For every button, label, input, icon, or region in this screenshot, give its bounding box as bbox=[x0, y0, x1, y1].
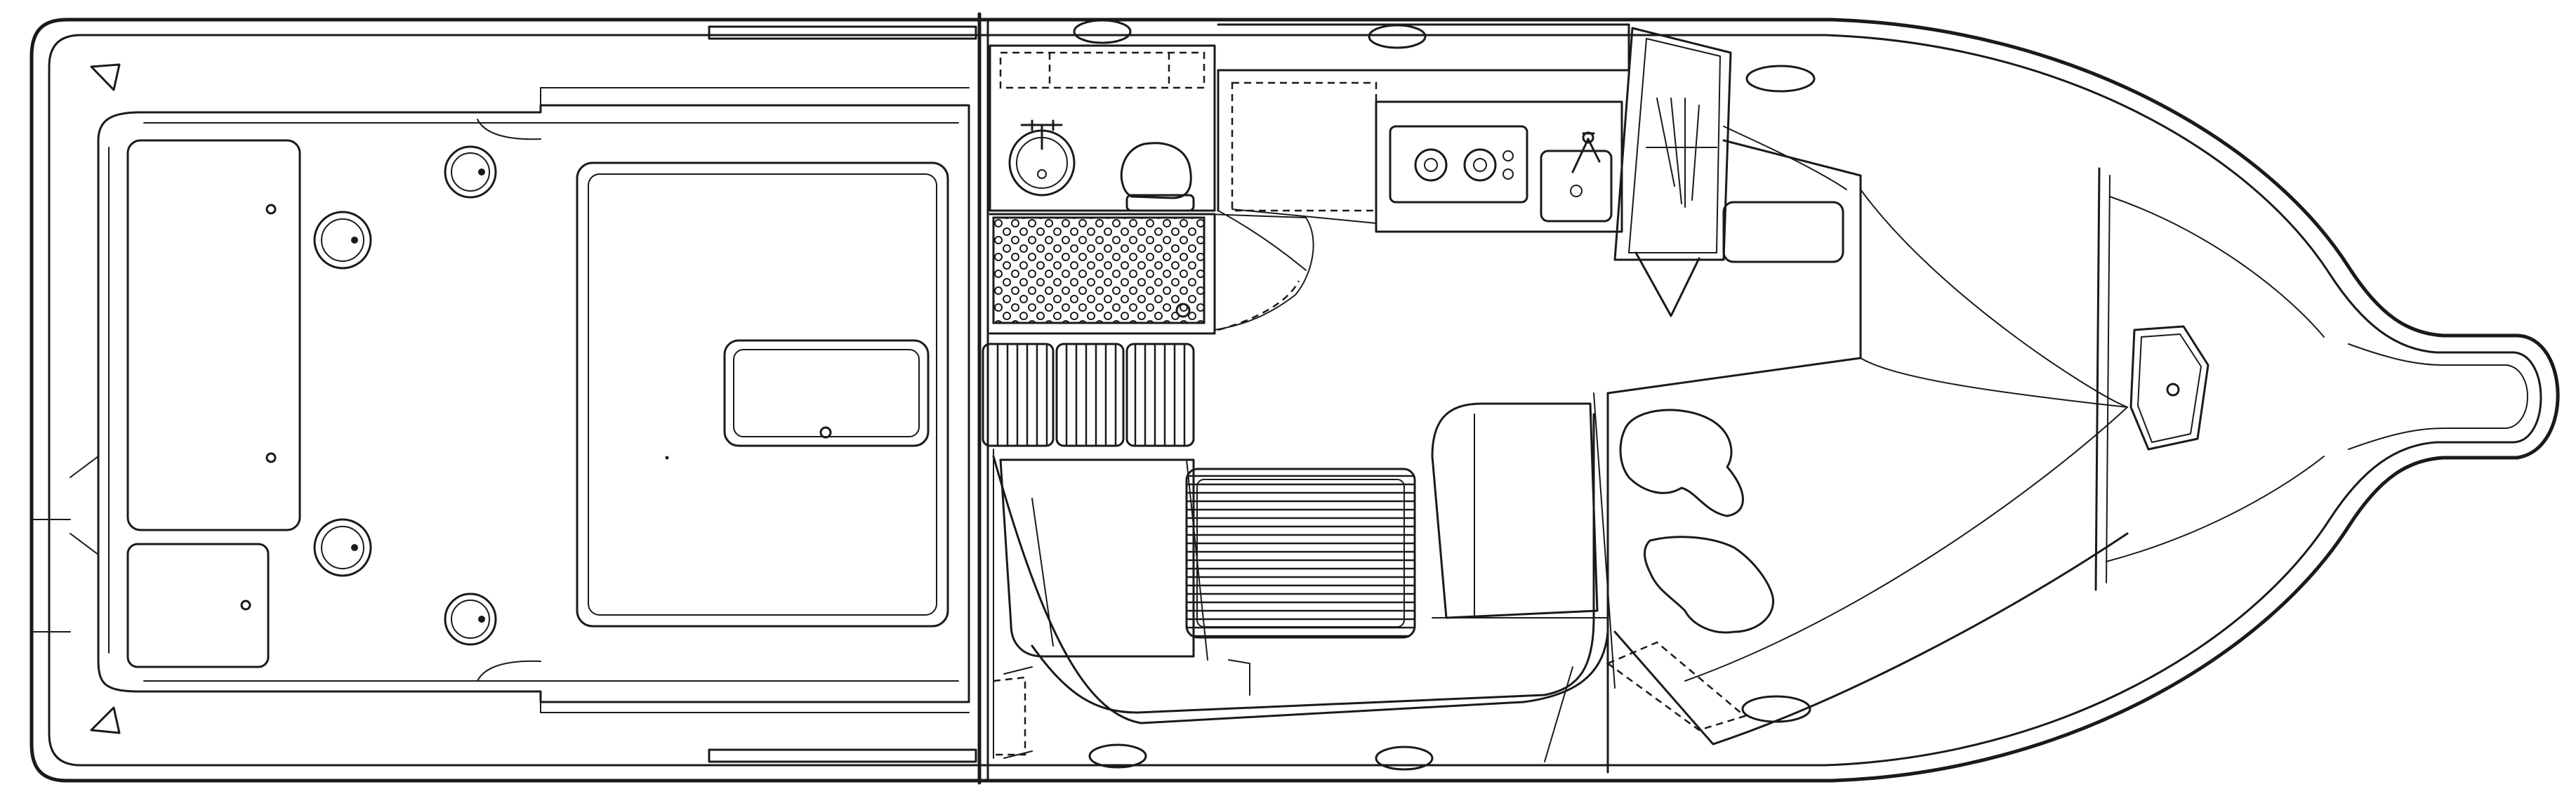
galley-counter bbox=[1217, 23, 1630, 233]
stern-cleat-starboard bbox=[90, 706, 121, 734]
nonskid-floor bbox=[992, 216, 1206, 324]
portlight-galley bbox=[1368, 24, 1427, 49]
cockpit-hatch-starboard[interactable] bbox=[126, 543, 270, 668]
bow-pulpit bbox=[2348, 343, 2528, 450]
cockpit-area bbox=[70, 25, 977, 763]
portlight-head bbox=[1073, 19, 1132, 44]
portlight-forward bbox=[1745, 65, 1816, 93]
bow-hatch[interactable] bbox=[2129, 325, 2210, 451]
portlight-salon-1 bbox=[1088, 743, 1147, 769]
galley-side-cushion bbox=[1722, 201, 1844, 263]
galley-stove[interactable] bbox=[1389, 125, 1528, 204]
cockpit-hatch-port[interactable] bbox=[126, 139, 301, 531]
berth-cushion-2 bbox=[1644, 536, 1774, 634]
portlight-bow bbox=[1741, 695, 1811, 723]
dinette bbox=[992, 402, 1609, 762]
companionway-steps bbox=[982, 343, 1195, 447]
portlight-salon-2 bbox=[1375, 746, 1434, 771]
berth-cushion-1 bbox=[1619, 409, 1744, 517]
stern-cleat-port bbox=[90, 63, 121, 91]
head-compartment bbox=[989, 44, 1216, 212]
anchor-locker-dash bbox=[1606, 641, 1747, 732]
v-berth bbox=[1593, 139, 2129, 774]
hull-outline bbox=[29, 18, 2560, 783]
foredeck bbox=[2094, 167, 2325, 591]
dinette-table[interactable] bbox=[1185, 468, 1416, 639]
access-hatch[interactable] bbox=[723, 339, 930, 447]
head-sink[interactable] bbox=[1008, 119, 1076, 197]
head-toilet[interactable] bbox=[1120, 142, 1192, 199]
engine-hatch[interactable] bbox=[576, 161, 949, 628]
galley-sink[interactable] bbox=[1540, 131, 1613, 223]
cockpit-drains bbox=[313, 145, 497, 646]
galley-cabinet bbox=[1613, 27, 1847, 317]
